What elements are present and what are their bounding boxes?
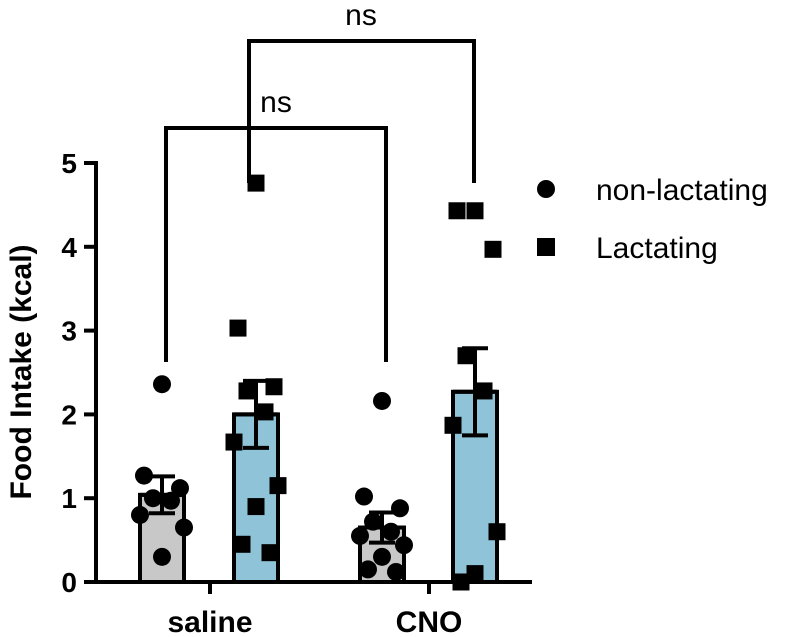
point-lactating-cno-1 xyxy=(448,202,466,220)
significance-bracket-1 xyxy=(247,39,476,183)
legend-label-lactating: Lactating xyxy=(596,232,718,265)
point-non-lactating-saline-6 xyxy=(175,518,193,537)
significance-label-0: ns xyxy=(260,86,292,119)
point-lactating-saline-0 xyxy=(247,174,265,192)
point-non-lactating-saline-0 xyxy=(153,375,171,394)
point-non-lactating-cno-7 xyxy=(373,547,391,566)
significance-brackets: ns ns xyxy=(164,0,476,362)
category-label-saline: saline xyxy=(167,606,252,637)
point-lactating-cno-5 xyxy=(444,416,462,434)
bars xyxy=(138,389,499,585)
point-lactating-saline-3 xyxy=(238,382,256,400)
significance-label-1: ns xyxy=(345,0,377,32)
point-lactating-cno-0 xyxy=(466,202,484,220)
point-lactating-saline-2 xyxy=(265,378,283,396)
point-non-lactating-cno-9 xyxy=(387,562,405,581)
point-non-lactating-saline-5 xyxy=(131,505,149,524)
legend-marker-lactating xyxy=(537,238,555,256)
point-non-lactating-saline-2 xyxy=(171,479,189,498)
legend: non-lactating Lactating xyxy=(537,174,768,265)
legend-label-non-lactating: non-lactating xyxy=(596,174,768,207)
point-lactating-cno-8 xyxy=(452,573,470,591)
point-non-lactating-cno-6 xyxy=(395,536,413,555)
y-tick-label-1: 1 xyxy=(61,483,77,514)
point-lactating-cno-3 xyxy=(457,347,475,365)
point-lactating-saline-1 xyxy=(229,319,247,337)
point-non-lactating-cno-4 xyxy=(382,522,400,541)
point-lactating-saline-8 xyxy=(233,535,251,553)
point-non-lactating-saline-1 xyxy=(135,466,153,485)
y-tick-label-0: 0 xyxy=(61,567,77,598)
point-lactating-cno-6 xyxy=(488,523,506,541)
point-lactating-cno-2 xyxy=(484,240,502,258)
y-tick-label-2: 2 xyxy=(61,399,77,430)
category-label-cno: CNO xyxy=(396,606,463,637)
point-non-lactating-saline-3 xyxy=(144,489,162,508)
point-non-lactating-cno-0 xyxy=(373,391,391,410)
y-tick-label-5: 5 xyxy=(61,148,77,179)
point-non-lactating-cno-1 xyxy=(355,487,373,506)
y-tick-label-3: 3 xyxy=(61,316,77,347)
point-lactating-saline-4 xyxy=(256,403,274,421)
point-non-lactating-saline-7 xyxy=(153,547,171,566)
point-lactating-saline-6 xyxy=(269,477,287,495)
point-non-lactating-cno-5 xyxy=(351,526,369,545)
legend-marker-non-lactating xyxy=(537,180,555,198)
point-lactating-saline-9 xyxy=(261,544,279,562)
data-points xyxy=(131,174,506,591)
point-lactating-cno-7 xyxy=(466,565,484,583)
point-lactating-saline-5 xyxy=(225,433,243,451)
y-tick-label-4: 4 xyxy=(61,232,77,263)
point-non-lactating-cno-8 xyxy=(359,560,377,579)
significance-bracket-0 xyxy=(164,126,388,362)
error-bars xyxy=(140,346,497,545)
point-non-lactating-cno-2 xyxy=(391,499,409,518)
y-axis-title: Food Intake (kcal) xyxy=(5,244,38,499)
point-lactating-saline-7 xyxy=(247,498,265,516)
